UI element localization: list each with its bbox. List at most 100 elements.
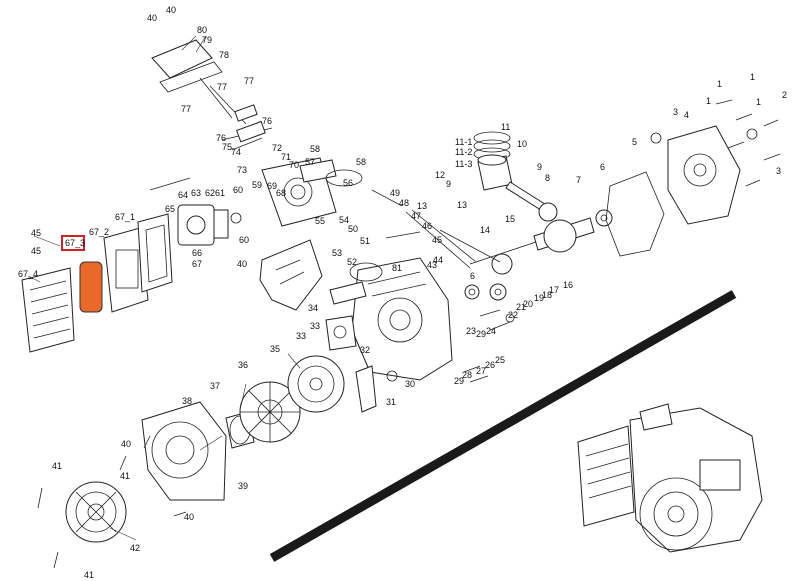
label-72: 72 xyxy=(272,143,282,153)
label-4: 4 xyxy=(684,110,689,120)
crankcase-cover-gasket[interactable] xyxy=(605,171,665,257)
label-27: 27 xyxy=(476,366,486,376)
label-12: 12 xyxy=(435,170,445,180)
label-6: 6 xyxy=(470,271,475,281)
air-filter-element-highlighted[interactable] xyxy=(79,261,103,313)
label-11-2: 11-2 xyxy=(455,147,472,157)
label-54: 54 xyxy=(339,215,349,225)
valve-train[interactable] xyxy=(199,77,273,151)
cover-bolts[interactable] xyxy=(650,99,781,187)
label-23: 23 xyxy=(466,326,476,336)
label-48: 48 xyxy=(399,198,409,208)
label-66: 66 xyxy=(192,248,202,258)
recoil-starter[interactable] xyxy=(65,481,127,543)
label-40: 40 xyxy=(147,13,157,23)
label-57: 57 xyxy=(305,157,315,167)
label-26: 26 xyxy=(485,360,495,370)
label-40: 40 xyxy=(237,259,247,269)
label-1: 1 xyxy=(750,72,755,82)
carburetor[interactable] xyxy=(149,177,242,246)
piston[interactable] xyxy=(477,154,513,191)
label-55: 55 xyxy=(315,216,325,226)
cooling-fan[interactable] xyxy=(239,381,301,443)
label-41: 41 xyxy=(84,570,94,580)
label-67-1: 67_1 xyxy=(115,212,135,222)
label-13: 13 xyxy=(457,200,467,210)
label-75: 75 xyxy=(222,142,232,152)
label-20: 20 xyxy=(523,299,533,309)
crankshaft[interactable] xyxy=(469,217,595,265)
label-56: 56 xyxy=(343,178,353,188)
flywheel[interactable] xyxy=(287,355,345,413)
label-79: 79 xyxy=(202,35,212,45)
label-50: 50 xyxy=(348,224,358,234)
label-47: 47 xyxy=(411,211,421,221)
label-10: 10 xyxy=(517,139,527,149)
label-15: 15 xyxy=(505,214,515,224)
label-17: 17 xyxy=(549,285,559,295)
label-76: 76 xyxy=(262,116,272,126)
label-63: 63 xyxy=(191,188,201,198)
label-64: 64 xyxy=(178,190,188,200)
connecting-rod[interactable] xyxy=(505,181,558,222)
label-68: 68 xyxy=(276,188,286,198)
air-filter-cover[interactable] xyxy=(21,267,75,353)
label-45: 45 xyxy=(432,235,442,245)
label-29: 29 xyxy=(454,376,464,386)
label-41: 41 xyxy=(120,471,130,481)
camshaft[interactable] xyxy=(439,229,513,275)
label-32: 32 xyxy=(360,345,370,355)
air-filter-housing[interactable] xyxy=(103,213,173,313)
crankcase[interactable] xyxy=(329,257,453,381)
label-77: 77 xyxy=(244,76,254,86)
label-16: 16 xyxy=(563,280,573,290)
label-18: 18 xyxy=(542,290,552,300)
label-49: 49 xyxy=(390,188,400,198)
label-77: 77 xyxy=(217,82,227,92)
label-46: 46 xyxy=(422,221,432,231)
label-14: 14 xyxy=(480,225,490,235)
label-65: 65 xyxy=(165,204,175,214)
label-9: 9 xyxy=(446,179,451,189)
label-28: 28 xyxy=(462,370,472,380)
label-67-3-highlighted: 67_3 xyxy=(65,238,85,248)
label-44: 44 xyxy=(433,255,443,265)
fan-housing[interactable] xyxy=(141,401,227,501)
lower-screws[interactable] xyxy=(37,435,187,569)
rocker-cover[interactable] xyxy=(151,39,223,93)
governor-arm[interactable] xyxy=(355,365,377,413)
label-33: 33 xyxy=(310,321,320,331)
cylinder-head[interactable] xyxy=(261,157,337,227)
bearings[interactable] xyxy=(464,209,613,301)
muffler-shield[interactable] xyxy=(259,239,323,311)
label-3: 3 xyxy=(776,166,781,176)
label-33: 33 xyxy=(296,331,306,341)
crankcase-cover[interactable] xyxy=(667,125,741,225)
fuel-lines[interactable] xyxy=(371,189,477,269)
gaskets[interactable] xyxy=(325,169,383,282)
label-11: 11 xyxy=(501,122,510,132)
label-81: 81 xyxy=(392,263,402,273)
label-80: 80 xyxy=(197,25,207,35)
label-11-1: 11-1 xyxy=(455,137,472,147)
label-1: 1 xyxy=(717,79,722,89)
label-21: 21 xyxy=(516,302,526,312)
label-5: 5 xyxy=(632,137,637,147)
label-29: 29 xyxy=(476,329,486,339)
label-77: 77 xyxy=(181,104,191,114)
label-51: 51 xyxy=(360,236,370,246)
label-70: 70 xyxy=(289,160,299,170)
callout-labels: 40 40 80 79 78 77 77 77 76 76 75 74 73 7… xyxy=(18,5,787,580)
label-43: 43 xyxy=(427,260,437,270)
ignition-coil[interactable] xyxy=(325,315,357,351)
label-58: 58 xyxy=(356,157,366,167)
label-67-2: 67_2 xyxy=(89,227,109,237)
label-60: 60 xyxy=(239,235,249,245)
label-39: 39 xyxy=(238,481,248,491)
small-fasteners-center[interactable] xyxy=(386,309,515,383)
label-35: 35 xyxy=(270,344,280,354)
label-19: 19 xyxy=(534,293,544,303)
label-78: 78 xyxy=(219,50,229,60)
label-71: 71 xyxy=(281,152,291,162)
label-31: 31 xyxy=(386,397,396,407)
